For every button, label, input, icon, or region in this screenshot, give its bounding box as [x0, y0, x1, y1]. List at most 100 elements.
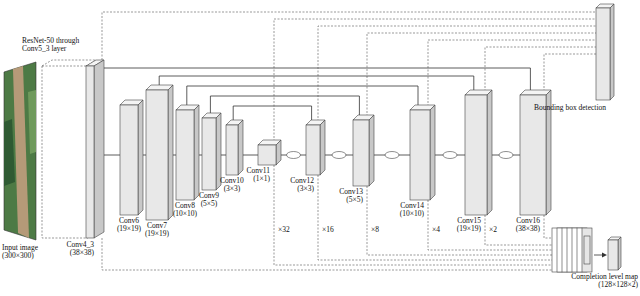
front-face [86, 66, 94, 238]
conv-layer: Conv14 (10×10) [410, 110, 430, 200]
layer-label: Conv12 (3×3) [284, 177, 314, 194]
conv-layer: Conv7 (19×19) [146, 90, 168, 220]
upsample-op [443, 152, 457, 159]
feature-connector [233, 106, 311, 125]
front-face [596, 8, 610, 100]
detection-link [544, 54, 596, 95]
layer-label: Conv7 (19×19) [142, 222, 172, 239]
side-face [618, 237, 621, 270]
scale-factor: ×8 [370, 226, 380, 234]
feature-connector [374, 152, 410, 159]
conv-layer: Conv13 (5×5) [353, 120, 369, 186]
conv-cube: Conv11 (1×1) [258, 145, 276, 165]
shape-outline [258, 145, 276, 165]
layer-label: Conv16 (38×38) [510, 217, 540, 234]
shape-outline [410, 110, 430, 200]
side-face [194, 105, 199, 200]
feature-connector [243, 155, 258, 156]
front-face [465, 95, 487, 215]
layer-label: Conv13 (5×5) [333, 188, 363, 205]
side-face [138, 100, 143, 215]
stack-inner [584, 236, 590, 264]
connector-line [221, 155, 226, 156]
feature-connector [143, 155, 146, 156]
conv-layer: Conv12 (3×3) [306, 125, 320, 175]
connector-line [159, 76, 474, 95]
layer-label: Conv10 (3×3) [217, 177, 247, 194]
connector-line [243, 155, 258, 156]
feature-connector [221, 155, 226, 156]
conv-layer: Conv15 (19×19) [465, 95, 487, 215]
feature-connector [173, 155, 176, 156]
shape-outline [120, 105, 138, 215]
layer-label: Completion level map (128×128×2) [564, 273, 638, 290]
arrow-head [602, 253, 607, 258]
connector-line [544, 54, 596, 95]
conv-layer: Conv9 (5×5) [202, 118, 216, 190]
shape-outline [596, 8, 610, 100]
feature-connector [159, 76, 474, 95]
photo [4, 62, 36, 240]
detection-link [428, 40, 596, 110]
shape-outline [608, 240, 618, 270]
upsample-op [499, 152, 513, 159]
side-face [168, 85, 173, 220]
shape-outline [202, 118, 216, 190]
layer-label: ResNet-50 through Conv5_3 layer [22, 37, 94, 54]
scale-factor: ×2 [488, 226, 498, 234]
layer-label: Bounding box detection [516, 104, 606, 112]
front-face [258, 145, 276, 165]
shape-outline [306, 125, 320, 175]
conv-layer: Conv10 (3×3) [226, 125, 238, 175]
side-face [238, 120, 243, 175]
front-face [226, 125, 238, 175]
side-face [487, 90, 492, 215]
shape-outline [353, 120, 369, 186]
front-face [176, 110, 194, 200]
layer-label: Input image (300×300) [2, 244, 46, 261]
connector-line [143, 155, 146, 156]
shape-outline [4, 62, 36, 240]
front-face [120, 105, 138, 215]
feature-connector [281, 152, 306, 159]
feature-connector [199, 155, 202, 156]
shape-outline [146, 90, 168, 220]
layer-label: Conv6 (19×19) [114, 217, 144, 234]
feature-line [102, 238, 552, 270]
side-face [430, 105, 435, 200]
side-face [276, 140, 281, 165]
connector-line [199, 155, 202, 156]
scale-factor: ×16 [321, 226, 335, 234]
front-face [202, 118, 216, 190]
scale-factor: ×32 [277, 226, 291, 234]
feature-connector [104, 155, 120, 156]
front-face [306, 125, 320, 175]
photo-shade [28, 90, 36, 154]
connector-line [428, 40, 596, 110]
shape-outline [226, 125, 238, 175]
upsample-op [332, 152, 346, 159]
side-face [320, 120, 325, 175]
connector-line [485, 47, 596, 95]
connector-line [104, 155, 120, 156]
front-face [410, 110, 430, 200]
shape-outline [176, 110, 194, 200]
stack-slab [582, 228, 592, 272]
feature-connector [492, 152, 520, 159]
conv-layer: Conv6 (19×19) [120, 105, 138, 215]
layer-label: Conv8 (10×10) [170, 202, 200, 219]
shape-outline [520, 95, 546, 215]
conv-layer: Conv8 (10×10) [176, 110, 194, 200]
layer-label: Conv4_3 (38×38) [60, 241, 94, 258]
feature-line [544, 215, 552, 238]
layer-label: Conv9 (5×5) [194, 192, 224, 209]
layer-label: Conv11 (1×1) [240, 167, 270, 184]
feature-line [485, 215, 552, 245]
shape-outline [42, 60, 104, 238]
connector-line [210, 96, 359, 120]
input-image: Input image (300×300) [4, 62, 36, 240]
side-face [610, 4, 614, 100]
front-face [520, 95, 546, 215]
front-face [353, 120, 369, 186]
side-face [369, 115, 374, 186]
